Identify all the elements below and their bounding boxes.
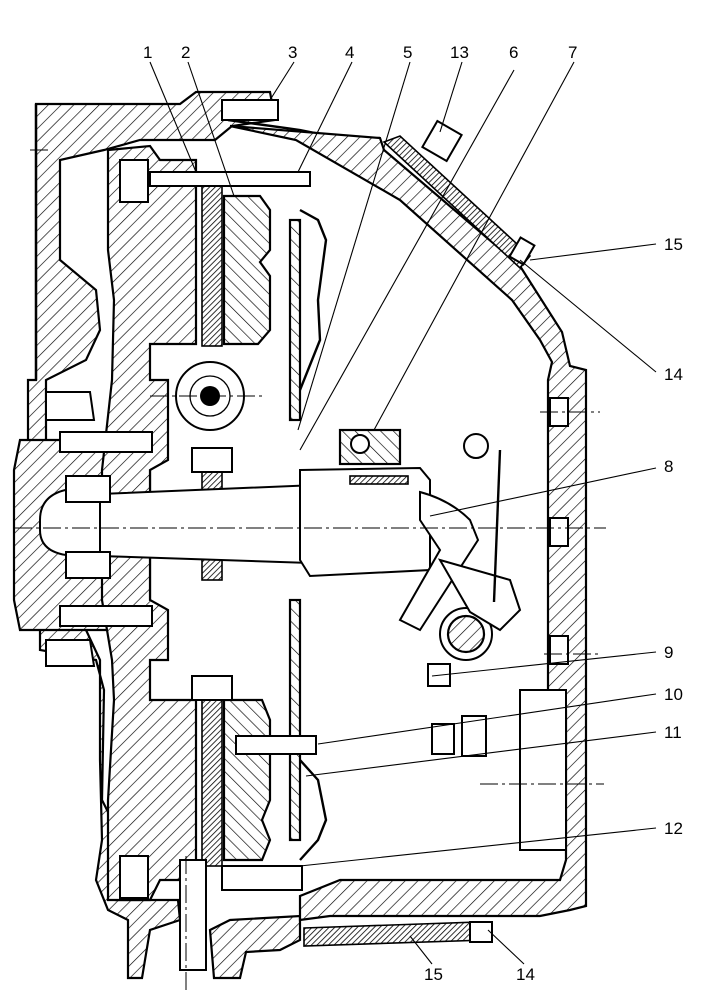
center-lines	[14, 149, 606, 990]
clutch-cover	[227, 118, 381, 861]
callout-5: 5	[403, 43, 412, 62]
callout-14-top: 14	[664, 365, 683, 384]
callout-9: 9	[664, 643, 673, 662]
release-fork	[398, 433, 522, 757]
callout-8: 8	[664, 457, 673, 476]
callout-15-bottom: 15	[424, 965, 443, 984]
callout-1: 1	[143, 43, 152, 62]
bottom-cover	[303, 921, 493, 947]
inspection-cover	[382, 119, 536, 270]
callout-4: 4	[345, 43, 354, 62]
bolts	[59, 99, 455, 971]
callout-15-top: 15	[664, 235, 683, 254]
clutch-housing	[26, 90, 302, 980]
callout-7: 7	[568, 43, 577, 62]
input-shaft	[99, 466, 431, 578]
callout-6: 6	[509, 43, 518, 62]
leader-lines	[149, 61, 657, 965]
callout-13: 13	[450, 43, 469, 62]
gearbox-bell-housing	[229, 124, 588, 922]
callout-2: 2	[181, 43, 190, 62]
release-bearing	[338, 428, 409, 485]
callout-10: 10	[664, 685, 683, 704]
oil-seals	[45, 391, 111, 667]
callout-12: 12	[664, 819, 683, 838]
callout-11: 11	[664, 723, 682, 742]
callout-14-bottom: 14	[516, 965, 535, 984]
gearbox-studs	[519, 397, 569, 851]
callout-labels: 1 2 3 4 5 13 6 7 15 14 8 9 10 11 12 15 1…	[143, 43, 683, 984]
callout-3: 3	[288, 43, 297, 62]
